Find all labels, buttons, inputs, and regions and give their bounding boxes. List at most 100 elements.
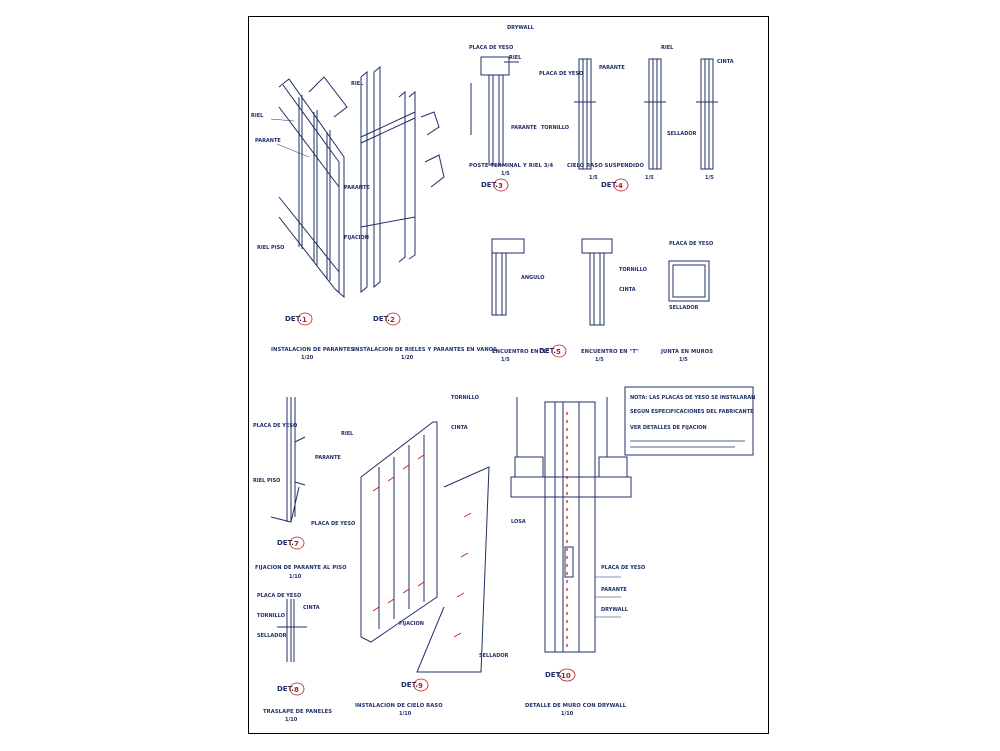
svg-text:1/5: 1/5	[595, 357, 604, 363]
svg-text:PARANTE: PARANTE	[344, 185, 370, 191]
detail-tag-5: DET. 5	[539, 344, 567, 358]
wall-joint	[668, 260, 710, 302]
svg-text:INSTALACION DE PARANTES: INSTALACION DE PARANTES	[271, 347, 354, 353]
detail-tag-8: DET. 8	[277, 682, 305, 696]
svg-text:1/20: 1/20	[401, 355, 414, 361]
det-9-labels: RIEL PARANTE PLACA DE YESO TORNILLO CINT…	[311, 395, 509, 659]
det-8-panel-overlap	[277, 599, 307, 662]
svg-text:DET.: DET.	[277, 685, 294, 693]
svg-text:PLACA DE YESO: PLACA DE YESO	[469, 45, 513, 51]
det-3-labels: DRYWALL PLACA DE YESO RIEL PARANTE	[469, 25, 537, 131]
svg-text:1/10: 1/10	[561, 711, 574, 717]
svg-text:FIJACION DE PARANTE AL PISO: FIJACION DE PARANTE AL PISO	[255, 565, 347, 571]
svg-text:ENCUENTRO EN "L": ENCUENTRO EN "L"	[492, 349, 550, 355]
caption-det-8: TRASLAPE DE PANELES 1/10	[263, 709, 332, 723]
svg-text:SELLADOR: SELLADOR	[479, 653, 509, 659]
svg-text:JUNTA EN MUROS: JUNTA EN MUROS	[660, 349, 713, 355]
svg-text:8: 8	[294, 686, 299, 694]
caption-det-2: INSTALACION DE RIELES Y PARANTES EN VANO…	[353, 347, 497, 361]
det-7-labels: PLACA DE YESO RIEL PISO	[253, 423, 297, 484]
svg-text:PARANTE: PARANTE	[601, 587, 627, 593]
svg-text:1/10: 1/10	[289, 574, 302, 580]
svg-text:PLACA DE YESO: PLACA DE YESO	[669, 241, 713, 247]
svg-text:RIEL: RIEL	[341, 431, 354, 437]
svg-text:RIEL: RIEL	[351, 81, 364, 87]
svg-text:1: 1	[302, 316, 307, 324]
svg-text:NOTA: LAS PLACAS DE YESO SE IN: NOTA: LAS PLACAS DE YESO SE INSTALARAN	[630, 395, 755, 401]
det-5-l-junction	[491, 238, 525, 316]
notes-box: NOTA: LAS PLACAS DE YESO SE INSTALARAN S…	[624, 386, 755, 456]
det-2-labels: RIEL PARANTE FIJACION	[344, 81, 370, 241]
caption-joint: JUNTA EN MUROS 1/5	[660, 349, 713, 363]
svg-text:DET.: DET.	[539, 347, 556, 355]
det-4-labels: PLACA DE YESO PARANTE RIEL CINTA TORNILL…	[539, 45, 734, 137]
svg-text:INSTALACION DE RIELES Y PARANT: INSTALACION DE RIELES Y PARANTES EN VANO…	[353, 347, 497, 353]
det-1-labels: RIEL PARANTE RIEL PISO	[251, 113, 310, 251]
caption-det-7: FIJACION DE PARANTE AL PISO 1/10	[255, 565, 347, 580]
cad-drawing: RIEL PARANTE RIEL PISO RIEL PARANTE FIJA…	[251, 25, 755, 723]
detail-tag-2: DET. 2	[373, 312, 401, 326]
svg-text:RIEL: RIEL	[661, 45, 674, 51]
svg-text:RIEL: RIEL	[251, 113, 264, 119]
svg-text:4: 4	[618, 182, 623, 190]
detail-tag-7: DET. 7	[277, 536, 305, 550]
svg-text:PLACA DE YESO: PLACA DE YESO	[539, 71, 583, 77]
svg-text:5: 5	[556, 348, 561, 356]
svg-text:SEGUN ESPECIFICACIONES DEL FAB: SEGUN ESPECIFICACIONES DEL FABRICANTE	[630, 409, 754, 415]
svg-text:PARANTE: PARANTE	[315, 455, 341, 461]
svg-text:DET.: DET.	[401, 681, 418, 689]
detail-tag-4: DET. 4	[601, 178, 629, 192]
svg-text:2: 2	[390, 316, 395, 324]
svg-text:TORNILLO: TORNILLO	[619, 267, 647, 273]
svg-text:CINTA: CINTA	[303, 605, 320, 611]
svg-text:DRYWALL: DRYWALL	[601, 607, 629, 613]
det-1-stud-wall	[278, 76, 348, 299]
svg-text:INSTALACION DE CIELO RASO: INSTALACION DE CIELO RASO	[355, 703, 443, 709]
svg-text:1/5: 1/5	[679, 357, 688, 363]
svg-text:VER DETALLES DE FIJACION: VER DETALLES DE FIJACION	[630, 425, 707, 431]
detail-tag-9: DET. 9	[401, 678, 429, 692]
svg-text:RIEL: RIEL	[509, 55, 522, 61]
svg-text:LOSA: LOSA	[511, 519, 526, 525]
svg-text:1/20: 1/20	[301, 355, 314, 361]
svg-text:RIEL PISO: RIEL PISO	[253, 478, 280, 484]
det-5-6-labels: ANGULO TORNILLO CINTA PLACA DE YESO SELL…	[521, 241, 713, 311]
det-4-wall-sections	[574, 58, 718, 170]
svg-text:1/10: 1/10	[285, 717, 298, 723]
svg-text:TRASLAPE DE PANELES: TRASLAPE DE PANELES	[263, 709, 332, 715]
svg-text:7: 7	[294, 540, 299, 548]
detail-tag-3: DET. 3	[481, 178, 509, 192]
svg-text:CINTA: CINTA	[451, 425, 468, 431]
svg-text:POSTE TERMINAL Y RIEL 3/4: POSTE TERMINAL Y RIEL 3/4	[469, 163, 554, 169]
svg-text:SELLADOR: SELLADOR	[257, 633, 287, 639]
detail-tag-1: DET. 1	[285, 312, 313, 326]
svg-text:PLACA DE YESO: PLACA DE YESO	[253, 423, 297, 429]
svg-text:1/5: 1/5	[501, 171, 510, 177]
svg-text:SELLADOR: SELLADOR	[667, 131, 697, 137]
svg-text:PARANTE: PARANTE	[255, 138, 281, 144]
caption-det-3: POSTE TERMINAL Y RIEL 3/4 1/5	[469, 163, 554, 177]
det-6-t-junction	[581, 238, 613, 326]
svg-text:DET.: DET.	[545, 671, 562, 679]
caption-det-6: ENCUENTRO EN "T" 1/5	[581, 349, 639, 363]
detail-tag-10: DET. 10	[545, 668, 576, 682]
svg-text:TORNILLO: TORNILLO	[451, 395, 479, 401]
det-9-ceiling-isometric	[360, 421, 490, 673]
det-10-wall-section	[510, 397, 632, 653]
svg-text:DET.: DET.	[601, 181, 618, 189]
svg-text:FIJACION: FIJACION	[344, 235, 369, 241]
det-3-terminal-post	[470, 56, 519, 166]
caption-det-1: INSTALACION DE PARANTES 1/20	[271, 347, 354, 361]
svg-text:TORNILLO: TORNILLO	[257, 613, 285, 619]
svg-text:DET.: DET.	[285, 315, 302, 323]
svg-text:ANGULO: ANGULO	[521, 275, 544, 281]
svg-text:CIELO RASO SUSPENDIDO: CIELO RASO SUSPENDIDO	[567, 163, 644, 169]
svg-text:CINTA: CINTA	[619, 287, 636, 293]
svg-text:FIJACION: FIJACION	[399, 621, 424, 627]
svg-text:1/5: 1/5	[501, 357, 510, 363]
svg-text:1/5: 1/5	[705, 175, 714, 181]
caption-det-10: DETALLE DE MURO CON DRYWALL 1/10	[525, 703, 627, 717]
caption-det-9: INSTALACION DE CIELO RASO 1/10	[355, 703, 443, 717]
svg-text:3: 3	[498, 182, 503, 190]
det-10-labels: LOSA PLACA DE YESO PARANTE DRYWALL	[511, 519, 645, 613]
